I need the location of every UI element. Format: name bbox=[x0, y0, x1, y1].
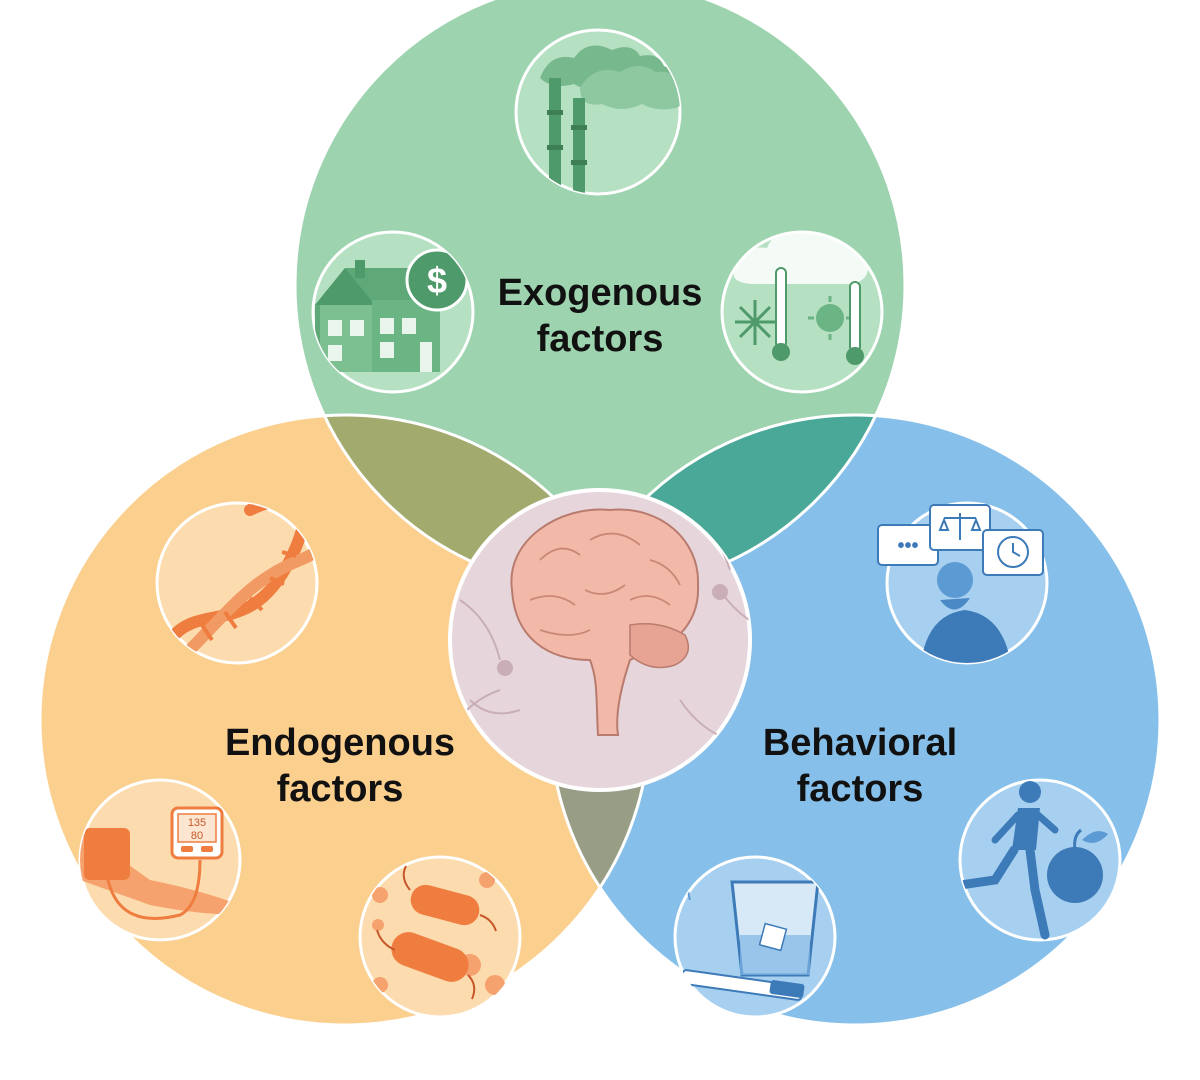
exogenous-label-line2: factors bbox=[536, 318, 664, 360]
behavioral-label-line1: Behavioral bbox=[762, 722, 958, 764]
endogenous-label-line1: Endogenous bbox=[224, 722, 456, 764]
runner-apple-icon bbox=[958, 778, 1122, 942]
behavioral-factors-label: Behavioral factors bbox=[725, 720, 995, 812]
alcohol-cigarette-icon bbox=[673, 855, 837, 1019]
behavioral-label-line2: factors bbox=[796, 768, 924, 810]
svg-text:$: $ bbox=[427, 260, 447, 301]
svg-text:•••: ••• bbox=[897, 535, 918, 557]
brain-neurons-icon bbox=[448, 488, 752, 792]
systolic-reading: 135 bbox=[188, 817, 206, 829]
bacteria-icon bbox=[358, 855, 522, 1019]
diastolic-reading: 80 bbox=[191, 830, 203, 842]
blood-pressure-monitor-icon: 135 80 bbox=[78, 778, 242, 942]
factory-smokestacks-icon bbox=[514, 28, 682, 196]
exogenous-factors-label: Exogenous factors bbox=[470, 270, 730, 362]
stressed-person-icon: ••• bbox=[877, 501, 1049, 665]
dna-helix-icon bbox=[155, 501, 319, 665]
endogenous-label-line2: factors bbox=[276, 768, 404, 810]
house-money-icon: $ bbox=[311, 230, 475, 394]
endogenous-factors-label: Endogenous factors bbox=[195, 720, 485, 812]
exogenous-label-line1: Exogenous bbox=[497, 272, 703, 314]
climate-temperature-icon bbox=[720, 230, 884, 394]
